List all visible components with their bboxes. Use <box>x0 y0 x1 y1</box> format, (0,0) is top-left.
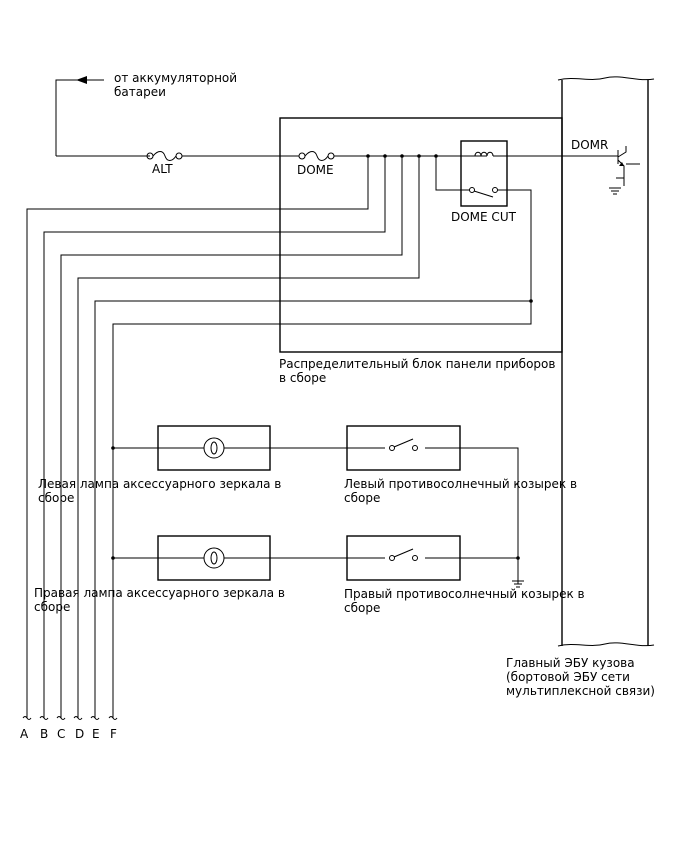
ecu-label-line2: (бортовой ЭБУ сети <box>506 670 630 684</box>
battery-feed <box>55 76 104 156</box>
battery-arrow-icon <box>76 76 87 84</box>
wire-d <box>77 156 420 718</box>
right-visor-label-line2: сборе <box>344 601 380 615</box>
relay-contact-icon <box>469 187 498 198</box>
connector-label-a: A <box>20 727 29 741</box>
right-sun-visor <box>346 535 461 581</box>
alt-fuse-icon <box>146 151 183 161</box>
right-visor-label-line1: Правый противосолнечный козырек в <box>344 587 585 601</box>
ecu-label-line1: Главный ЭБУ кузова <box>506 656 635 670</box>
right-lamp-label-line1: Правая лампа аксессуарного зеркала в <box>34 586 285 600</box>
left-visor-label-line2: сборе <box>344 491 380 505</box>
right-visor-switch-icon <box>385 548 425 564</box>
right-lamp-icon <box>203 547 225 569</box>
battery-label-line1: от аккумуляторной <box>114 71 237 85</box>
ecu-ground-icon <box>609 177 625 195</box>
dome-fuse-label: DOME <box>297 163 334 177</box>
right-mirror-lamp <box>157 535 271 581</box>
transistor-icon <box>617 146 640 178</box>
relay-coil-icon <box>474 151 494 157</box>
battery-label-line2: батареи <box>114 85 166 99</box>
connector-label-f: F <box>110 727 117 741</box>
right-lamp-label-line2: сборе <box>34 600 70 614</box>
left-sun-visor <box>346 425 461 471</box>
junction-block-label-line2: в сборе <box>279 371 326 385</box>
body-ecu <box>557 76 655 647</box>
wire-c <box>60 156 403 718</box>
left-lamp-label-line2: сборе <box>38 491 74 505</box>
left-lamp-label-line1: Левая лампа аксессуарного зеркала в <box>38 477 281 491</box>
alt-fuse-label: ALT <box>152 162 173 176</box>
dome-cut-label: DOME CUT <box>451 210 517 224</box>
wire-f <box>112 189 532 718</box>
connector-label-c: C <box>57 727 65 741</box>
connector-label-b: B <box>40 727 48 741</box>
left-mirror-lamp <box>157 425 271 471</box>
connector-label-e: E <box>92 727 100 741</box>
domr-label: DOMR <box>571 138 608 152</box>
ecu-label-line3: мультиплексной связи) <box>506 684 655 698</box>
wire-b <box>43 156 386 718</box>
wire-a <box>26 156 369 718</box>
left-lamp-icon <box>203 437 225 459</box>
visor-ground-icon <box>512 580 524 588</box>
left-visor-switch-icon <box>385 438 425 454</box>
dome-fuse-icon <box>298 151 335 161</box>
left-visor-label-line1: Левый противосолнечный козырек в <box>344 477 577 491</box>
connector-label-d: D <box>75 727 84 741</box>
instrument-panel-junction-block <box>279 117 563 353</box>
wire-e <box>94 300 531 718</box>
junction-block-label-line1: Распределительный блок панели приборов <box>279 357 555 371</box>
wire-break-marks <box>22 716 118 720</box>
dome-cut-relay <box>460 140 508 207</box>
